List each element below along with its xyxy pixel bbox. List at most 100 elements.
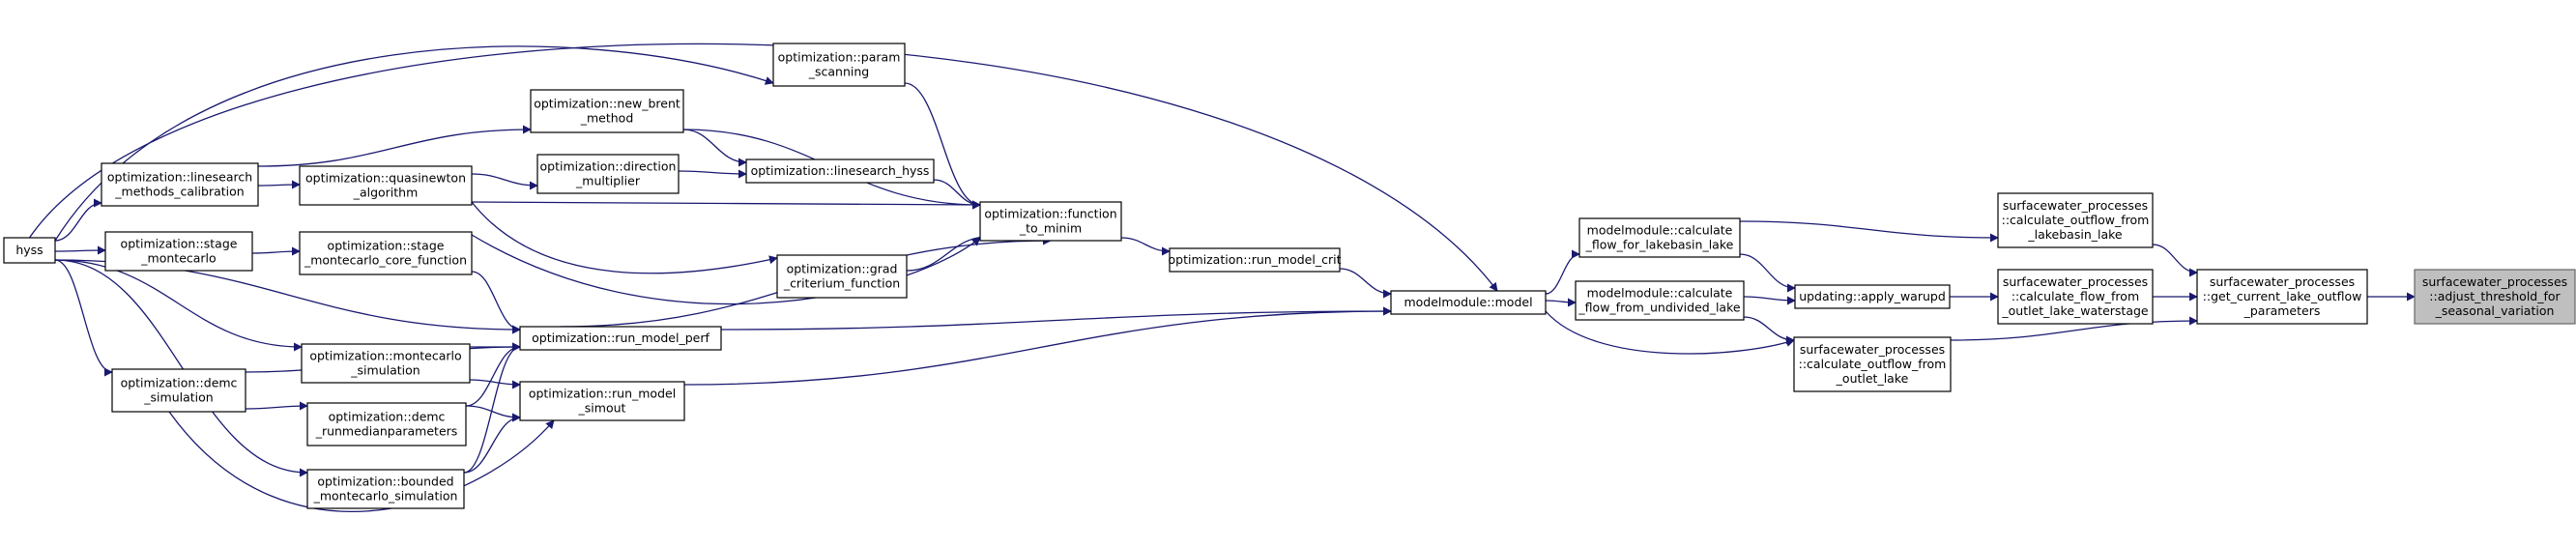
node-label-line: _multiplier xyxy=(575,174,641,188)
edge-demc-runmed-to-run-model-perf xyxy=(465,342,521,407)
node-label-line: _flow_from_undivided_lake xyxy=(1577,301,1740,315)
edge-quasinewton-to-grad-crit xyxy=(471,201,778,274)
node-label-line: optimization::linesearch xyxy=(107,170,252,185)
node-label-line: optimization::new_brent xyxy=(534,97,680,111)
node-label-line: _seasonal_variation xyxy=(2435,303,2555,318)
edge-hyss-to-demc-sim xyxy=(54,259,113,377)
node-label-line: optimization::stage xyxy=(121,237,238,251)
node-box xyxy=(745,158,935,184)
node-box xyxy=(111,368,246,413)
node-box xyxy=(104,231,253,272)
node-label-line: modelmodule::calculate xyxy=(1587,286,1733,301)
node-function-to-minim[interactable]: optimization::function_to_minim xyxy=(979,201,1122,242)
node-label-line: optimization::direction xyxy=(540,159,677,174)
edge-run-model-crit-to-model xyxy=(1339,268,1392,299)
edge-quasinewton-to-direction-mult xyxy=(471,173,538,190)
node-calc-flow-lakebasin[interactable]: modelmodule::calculate_flow_for_lakebasi… xyxy=(1578,217,1741,258)
node-mc-sim[interactable]: optimization::montecarlo_simulation xyxy=(301,343,471,384)
edge-calc-outflow-lakebasin-to-get-current xyxy=(2152,244,2198,277)
node-box xyxy=(1575,280,1745,321)
node-label-line: optimization::demc xyxy=(329,410,446,424)
node-box xyxy=(772,43,906,87)
edge-calc-flow-undivided-to-apply-warupd xyxy=(1743,296,1796,305)
node-label-line: _parameters xyxy=(2243,303,2321,318)
node-grad-crit[interactable]: optimization::grad_criterium_function xyxy=(776,254,908,299)
edge-direction-mult-to-linesearch-hyss xyxy=(678,169,747,179)
node-quasinewton[interactable]: optimization::quasinewton_algorithm xyxy=(299,165,473,206)
node-get-current[interactable]: surfacewater_processes::get_current_lake… xyxy=(2196,269,2368,325)
node-new-brent[interactable]: optimization::new_brent_method xyxy=(530,89,684,133)
node-label-line: ::adjust_threshold_for xyxy=(2429,289,2561,303)
node-label-line: updating::apply_warupd xyxy=(1799,289,1946,303)
edge-calc-flow-undivided-to-calc-outflow-outlet xyxy=(1743,316,1795,345)
node-label-line: _methods_calibration xyxy=(114,185,244,199)
node-label-line: modelmodule::calculate xyxy=(1587,223,1733,238)
node-label-line: optimization::quasinewton xyxy=(305,171,466,186)
edge-quasinewton-to-function-to-minim xyxy=(471,200,981,210)
edge-param-scan-to-function-to-minim xyxy=(904,82,981,210)
node-label-line: modelmodule::model xyxy=(1404,295,1532,309)
node-demc-sim[interactable]: optimization::demc_simulation xyxy=(111,368,246,413)
node-label-line: surfacewater_processes xyxy=(2003,198,2148,213)
node-apply-warupd[interactable]: updating::apply_warupd xyxy=(1794,284,1951,309)
edge-calc-flow-lakebasin-to-calc-outflow-lakebasin xyxy=(1739,220,1999,243)
node-box xyxy=(1997,269,2154,325)
node-label-line: optimization::run_model_perf xyxy=(532,331,709,345)
node-label-line: surfacewater_processes xyxy=(2210,274,2355,289)
edge-model-to-calc-flow-lakebasin xyxy=(1545,249,1580,295)
node-run-model-simout[interactable]: optimization::run_model_simout xyxy=(519,381,685,421)
edge-calc-outflow-outlet-to-get-current xyxy=(1950,316,2198,341)
node-label-line: _lakebasin_lake xyxy=(2027,227,2123,242)
node-stage-mc-core[interactable]: optimization::stage_montecarlo_core_func… xyxy=(299,231,473,275)
edge-hyss-to-linesearch-cal xyxy=(54,198,102,242)
node-label-line: optimization::run_model xyxy=(529,387,676,401)
nodes-layer: hyss optimization::linesearch_methods_cal… xyxy=(3,43,2576,509)
node-label-line: _scanning xyxy=(808,65,869,79)
node-label-line: surfacewater_processes xyxy=(2422,274,2567,289)
edge-hyss-to-param-scan xyxy=(54,45,774,242)
node-linesearch-cal[interactable]: optimization::linesearch_methods_calibra… xyxy=(101,162,259,207)
node-calc-outflow-outlet[interactable]: surfacewater_processes::calculate_outflo… xyxy=(1793,336,1952,392)
edge-model-to-calc-flow-undivided xyxy=(1545,298,1577,307)
node-direction-mult[interactable]: optimization::direction_multiplier xyxy=(536,154,680,194)
node-hyss[interactable]: hyss xyxy=(3,237,56,264)
edge-calc-flow-lakebasin-to-apply-warupd xyxy=(1739,253,1796,293)
node-label-line: ::calculate_flow_from xyxy=(2012,289,2139,303)
node-model[interactable]: modelmodule::model xyxy=(1390,290,1547,315)
node-calc-flow-outlet-ws[interactable]: surfacewater_processes::calculate_flow_f… xyxy=(1997,269,2154,325)
node-bounded-mc[interactable]: optimization::bounded_montecarlo_simulat… xyxy=(306,469,465,509)
edge-linesearch-hyss-to-function-to-minim xyxy=(933,179,981,210)
node-label-line: _flow_for_lakebasin_lake xyxy=(1585,238,1734,252)
node-param-scan[interactable]: optimization::param_scanning xyxy=(772,43,906,87)
node-box xyxy=(519,326,722,351)
node-label-line: optimization::bounded xyxy=(317,475,453,489)
node-stage-mc[interactable]: optimization::stage_montecarlo xyxy=(104,231,253,272)
node-box xyxy=(519,381,685,421)
node-label-line: _outlet_lake xyxy=(1836,371,1909,386)
node-label-line: optimization::montecarlo xyxy=(309,349,461,363)
node-demc-runmed[interactable]: optimization::demc_runmedianparameters xyxy=(306,402,467,446)
node-run-model-perf[interactable]: optimization::run_model_perf xyxy=(519,326,722,351)
node-box xyxy=(1997,192,2154,248)
node-box xyxy=(1169,247,1341,273)
node-box xyxy=(299,165,473,206)
edge-demc-sim-to-demc-runmed xyxy=(245,401,308,411)
node-label-line: ::calculate_outflow_from xyxy=(1799,357,1947,371)
edge-demc-sim-to-run-model-simout xyxy=(168,411,555,512)
node-calc-outflow-lakebasin[interactable]: surfacewater_processes::calculate_outflo… xyxy=(1997,192,2154,248)
node-box xyxy=(1578,217,1741,258)
node-box xyxy=(1794,284,1951,309)
node-adjust-threshold[interactable]: surfacewater_processes::adjust_threshold… xyxy=(2414,269,2576,325)
node-calc-flow-undivided[interactable]: modelmodule::calculate_flow_from_undivid… xyxy=(1575,280,1745,321)
edge-run-model-perf-to-model xyxy=(720,306,1392,331)
edge-stage-mc-to-stage-mc-core xyxy=(251,246,301,256)
edge-bounded-mc-to-run-model-perf xyxy=(463,342,521,474)
node-run-model-crit[interactable]: optimization::run_model_crit xyxy=(1169,247,1342,273)
node-label-line: _montecarlo_simulation xyxy=(313,489,458,504)
node-label-line: optimization::run_model_crit xyxy=(1169,252,1342,267)
node-box xyxy=(306,402,467,446)
node-label-line: surfacewater_processes xyxy=(1800,342,1945,357)
node-linesearch-hyss[interactable]: optimization::linesearch_hyss xyxy=(745,158,935,184)
edge-hyss-to-bounded-mc xyxy=(54,259,308,477)
